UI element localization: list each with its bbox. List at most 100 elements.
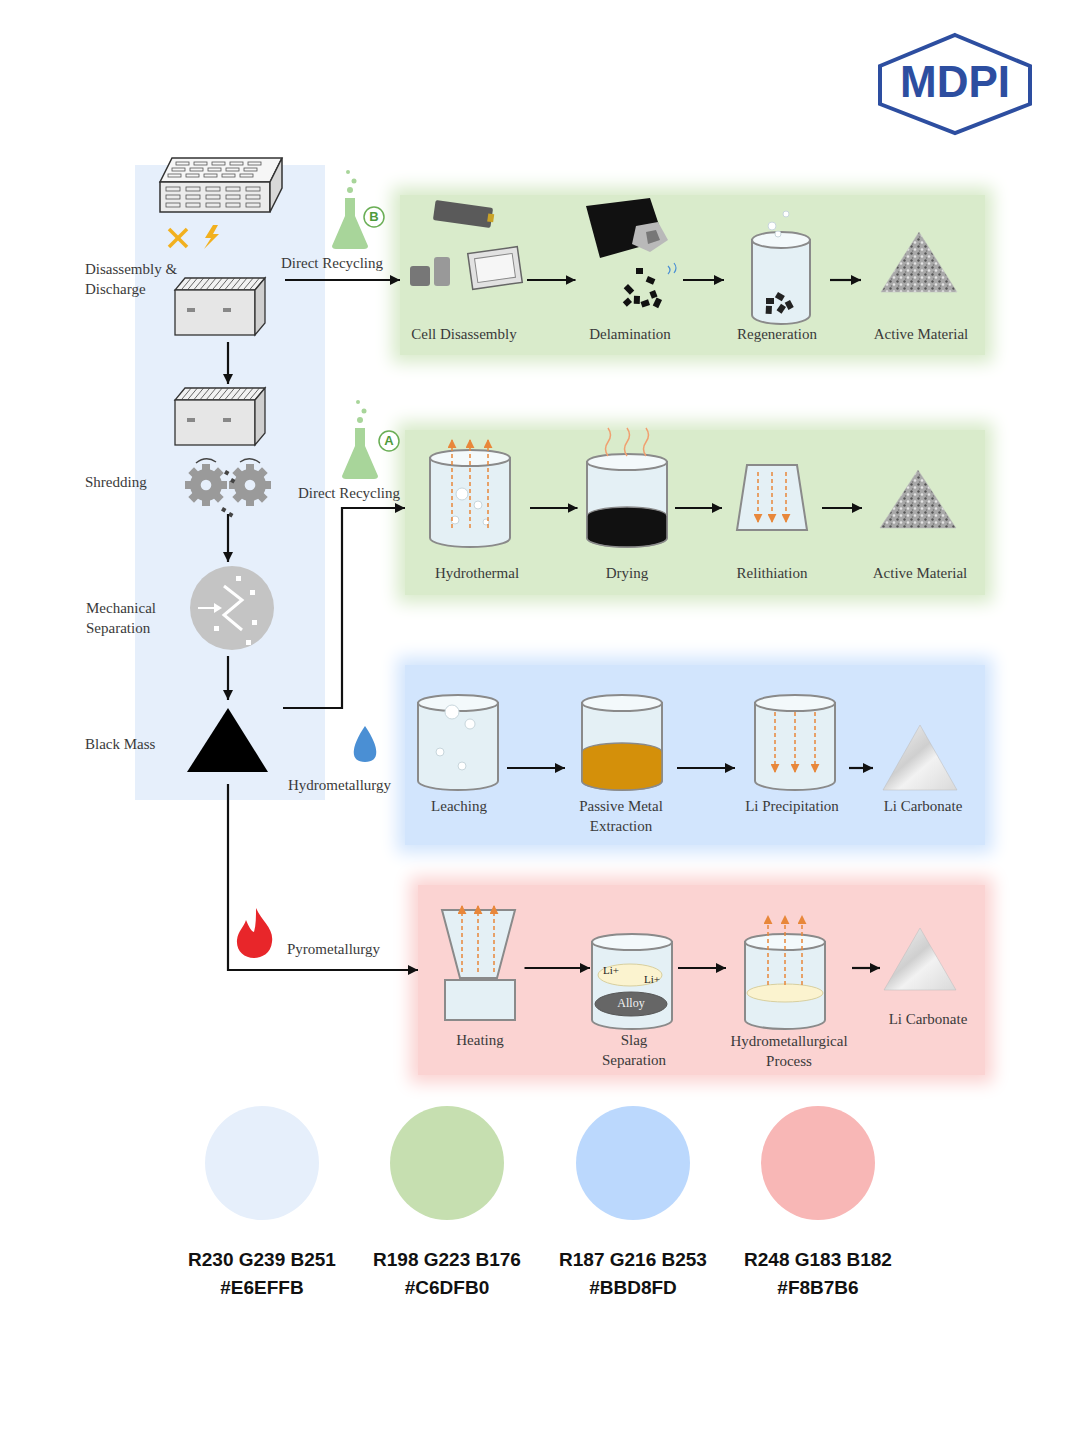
beaker-body [755, 703, 835, 790]
terminal [223, 418, 231, 422]
flow-arrow [757, 472, 759, 522]
fragment [224, 470, 229, 475]
beaker [755, 695, 835, 790]
beaker-rim [755, 695, 835, 711]
route-letter: A [381, 432, 397, 450]
step-label: Hydrometallurgical Process [726, 1031, 852, 1071]
beaker [587, 454, 667, 547]
fragment [766, 298, 774, 304]
flow-connector [507, 767, 565, 769]
module-front [175, 400, 255, 445]
ion-label: Li+ [644, 972, 666, 986]
flow-connector [677, 767, 735, 769]
flask-icon [342, 400, 378, 479]
module-slab [206, 388, 216, 400]
ion-label: Li+ [603, 963, 625, 977]
tool-icon [169, 229, 187, 247]
module-front [175, 290, 255, 335]
pack-cell [240, 174, 253, 177]
shredder-gear [229, 464, 271, 506]
bubble [346, 170, 350, 174]
module-slab [237, 388, 247, 400]
module-slab [181, 388, 191, 400]
bubble [347, 187, 353, 193]
cylinder-cell [410, 266, 430, 286]
module-slab [187, 388, 197, 400]
module-side [255, 278, 265, 335]
flow-arrow [477, 906, 479, 972]
beaker-rim [592, 934, 672, 950]
funnel [737, 465, 807, 530]
legend-text: R230 G239 B251 #E6EFFB [172, 1246, 352, 1302]
color-swatch [576, 1106, 690, 1220]
flow-arrow [801, 916, 803, 985]
step-label: Li Carbonate [880, 1009, 976, 1029]
flow-arrow [493, 906, 495, 972]
step-label: Heating [438, 1030, 523, 1050]
pack-cell [190, 168, 203, 171]
module-slab [237, 278, 247, 290]
material-pile [884, 928, 956, 990]
module-slab [200, 388, 210, 400]
module-slab [206, 278, 216, 290]
module-top [175, 388, 265, 400]
module-slab [212, 278, 222, 290]
module-slab [249, 278, 259, 290]
band-heading: Pyrometallurgy [287, 939, 412, 959]
terminal [187, 418, 195, 422]
flow-connector [228, 784, 418, 970]
bubble [783, 211, 789, 217]
terminal [223, 308, 231, 312]
pack-cell [244, 168, 257, 171]
material-pile [883, 725, 957, 790]
flow-connector [675, 507, 722, 509]
vapour-line [606, 428, 611, 456]
module-slab [243, 388, 253, 400]
pack-cell [246, 195, 260, 199]
pack-cell [208, 168, 221, 171]
pack-cell [194, 162, 207, 165]
gear-body [190, 469, 222, 501]
particle [252, 620, 257, 625]
flow-arrow [469, 440, 471, 528]
bubble [474, 501, 482, 509]
beaker-rim [582, 695, 662, 711]
step-label: Slag Separation [590, 1030, 678, 1070]
step-label: Disassembly & Discharge [85, 259, 203, 299]
separator [190, 566, 274, 650]
route-letter: B [366, 208, 382, 226]
step-label: Shredding [85, 472, 185, 492]
gear-hole [201, 480, 212, 491]
shredder-gear [185, 464, 227, 506]
step-label: Relithiation [722, 563, 822, 583]
solvent-drip [668, 263, 676, 274]
pack-front [160, 182, 270, 212]
pack-cell [166, 195, 180, 199]
pack-cell [248, 162, 261, 165]
route-badge [379, 431, 399, 451]
separator-path [224, 586, 242, 630]
beaker-body [582, 703, 662, 790]
module-slab [181, 278, 191, 290]
bubble [357, 417, 363, 423]
fragment [775, 292, 785, 301]
particle [246, 640, 251, 645]
pack-cell [176, 162, 189, 165]
step-label: Black Mass [85, 734, 185, 754]
pack-cell [222, 174, 235, 177]
module-slab [231, 278, 241, 290]
lightning-icon [204, 225, 219, 249]
fragment [646, 276, 656, 285]
pack-cell [230, 162, 243, 165]
step-label: Delamination [578, 324, 683, 344]
pack-cell [206, 203, 220, 207]
flow-connector [525, 967, 591, 969]
tool-icon [169, 229, 187, 247]
module-side [255, 388, 265, 445]
liquid [582, 743, 662, 790]
flow-connector [852, 967, 880, 969]
process-column-band [135, 165, 325, 800]
liquid [587, 507, 667, 547]
module-slab [225, 278, 235, 290]
gear-body [234, 469, 266, 501]
